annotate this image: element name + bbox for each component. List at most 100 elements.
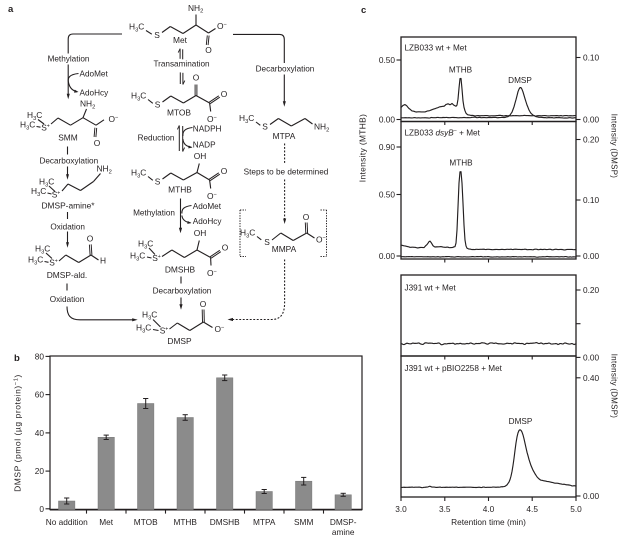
svg-text:Oxidation: Oxidation [50, 295, 85, 304]
svg-text:Intensity (DMSP): Intensity (DMSP) [610, 114, 619, 179]
svg-text:S: S [155, 177, 161, 187]
svg-text:NH2​: NH2​ [314, 122, 329, 134]
svg-text:No addition: No addition [46, 517, 88, 527]
svg-text:H3​C: H3​C [131, 168, 146, 180]
svg-text:DMSP: DMSP [509, 417, 533, 426]
svg-text:0.00: 0.00 [583, 352, 600, 362]
svg-text:S: S [264, 237, 270, 247]
svg-text:Transamination: Transamination [153, 60, 210, 69]
svg-text:J391 wt + Met: J391 wt + Met [405, 283, 457, 292]
svg-text:0.50: 0.50 [379, 55, 396, 65]
svg-text:amine: amine [332, 527, 355, 537]
svg-text:Met: Met [173, 35, 188, 45]
svg-text:S+​: S+​ [49, 258, 58, 268]
svg-text:H3​C: H3​C [142, 310, 157, 322]
svg-text:S: S [154, 30, 160, 40]
svg-text:0.50: 0.50 [379, 190, 396, 200]
svg-text:Reduction: Reduction [138, 134, 175, 143]
svg-text:0: 0 [39, 504, 44, 514]
svg-text:S+​: S+​ [41, 123, 50, 133]
svg-text:H3​C: H3​C [130, 251, 145, 263]
svg-text:H3​C: H3​C [31, 186, 46, 198]
svg-text:Decarboxylation: Decarboxylation [39, 157, 98, 166]
svg-text:O: O [221, 89, 228, 99]
svg-text:O: O [87, 234, 94, 244]
svg-text:Retention time (min): Retention time (min) [451, 517, 526, 527]
svg-text:0.90: 0.90 [379, 142, 396, 152]
svg-text:NADPH: NADPH [193, 125, 222, 134]
svg-text:DMSP-ald.: DMSP-ald. [47, 270, 88, 280]
svg-text:0.10: 0.10 [583, 53, 600, 63]
svg-text:Met: Met [99, 517, 114, 527]
svg-text:0.10: 0.10 [583, 195, 600, 205]
svg-text:NH2​: NH2​ [97, 164, 112, 176]
svg-text:40: 40 [35, 428, 45, 438]
svg-text:0.00: 0.00 [379, 251, 396, 261]
svg-text:Oxidation: Oxidation [50, 223, 85, 232]
svg-text:NH2​: NH2​ [80, 99, 95, 111]
svg-text:3.5: 3.5 [439, 504, 451, 514]
svg-text:80: 80 [35, 351, 45, 361]
svg-text:4.5: 4.5 [526, 504, 538, 514]
svg-text:MTOB: MTOB [134, 517, 158, 527]
svg-text:20: 20 [35, 466, 45, 476]
svg-text:MMPA: MMPA [272, 244, 297, 254]
svg-text:O: O [222, 243, 229, 253]
svg-text:3.0: 3.0 [395, 504, 407, 514]
svg-text:O: O [94, 138, 101, 148]
svg-text:O: O [303, 212, 310, 222]
svg-text:AdoMet: AdoMet [193, 202, 222, 211]
svg-text:60: 60 [35, 390, 45, 400]
svg-text:DMSP: DMSP [167, 336, 192, 346]
svg-text:O−​: O−​ [207, 191, 218, 201]
svg-text:5.0: 5.0 [570, 504, 582, 514]
svg-text:OH: OH [194, 151, 207, 161]
svg-text:H3​C: H3​C [35, 244, 50, 256]
svg-text:H3​C: H3​C [27, 110, 42, 122]
svg-text:H: H [100, 256, 106, 266]
svg-text:MTPA: MTPA [253, 517, 276, 527]
svg-text:0.40: 0.40 [583, 373, 600, 383]
svg-text:MTHB: MTHB [449, 66, 473, 75]
svg-text:H3​C: H3​C [138, 239, 153, 251]
svg-text:O−​: O−​ [207, 268, 218, 278]
svg-text:4.0: 4.0 [483, 504, 495, 514]
svg-text:MTHB: MTHB [173, 517, 197, 527]
svg-text:MTHB: MTHB [449, 159, 473, 168]
svg-text:H3​C: H3​C [136, 323, 151, 335]
svg-text:H3​C: H3​C [39, 177, 54, 189]
svg-text:Steps to be determined: Steps to be determined [244, 168, 329, 177]
svg-text:Decarboxylation: Decarboxylation [153, 287, 212, 296]
svg-text:SMM: SMM [58, 133, 78, 143]
svg-text:MTOB: MTOB [167, 108, 191, 118]
svg-text:O−​: O−​ [217, 21, 228, 31]
svg-text:O: O [221, 166, 228, 176]
svg-text:0.20: 0.20 [583, 285, 600, 295]
svg-text:0.00: 0.00 [379, 115, 396, 125]
svg-text:Methylation: Methylation [48, 55, 90, 64]
svg-text:c: c [361, 5, 366, 16]
svg-text:H3​C: H3​C [129, 22, 144, 34]
svg-text:S+​: S+​ [160, 326, 169, 336]
svg-text:0.00: 0.00 [583, 115, 600, 125]
svg-text:Intensity (MTHB): Intensity (MTHB) [358, 114, 368, 182]
svg-text:DMSP-amine*: DMSP-amine* [41, 201, 95, 211]
svg-text:AdoMet: AdoMet [80, 70, 109, 79]
svg-text:DMSP-: DMSP- [330, 517, 357, 527]
svg-text:O−​: O−​ [109, 114, 120, 124]
svg-text:J391 wt + pBIO2258 + Met: J391 wt + pBIO2258 + Met [405, 364, 503, 373]
svg-text:DMSP (pmol (µg protein)−1​): DMSP (pmol (µg protein)−1​) [13, 374, 23, 492]
svg-text:O: O [205, 45, 212, 55]
svg-text:S: S [262, 122, 268, 132]
svg-text:H3​C: H3​C [20, 120, 35, 132]
svg-text:Intensity (DMSP): Intensity (DMSP) [610, 354, 619, 419]
svg-text:O−​: O−​ [215, 324, 226, 334]
svg-text:H3​C: H3​C [240, 228, 255, 240]
svg-text:OH: OH [194, 228, 207, 238]
svg-text:S+​: S+​ [52, 190, 61, 200]
svg-text:O: O [193, 73, 200, 83]
svg-text:0.20: 0.20 [583, 135, 600, 145]
svg-text:DMSP: DMSP [508, 76, 532, 85]
svg-text:O: O [200, 299, 207, 309]
svg-text:NH2​: NH2​ [188, 3, 203, 15]
